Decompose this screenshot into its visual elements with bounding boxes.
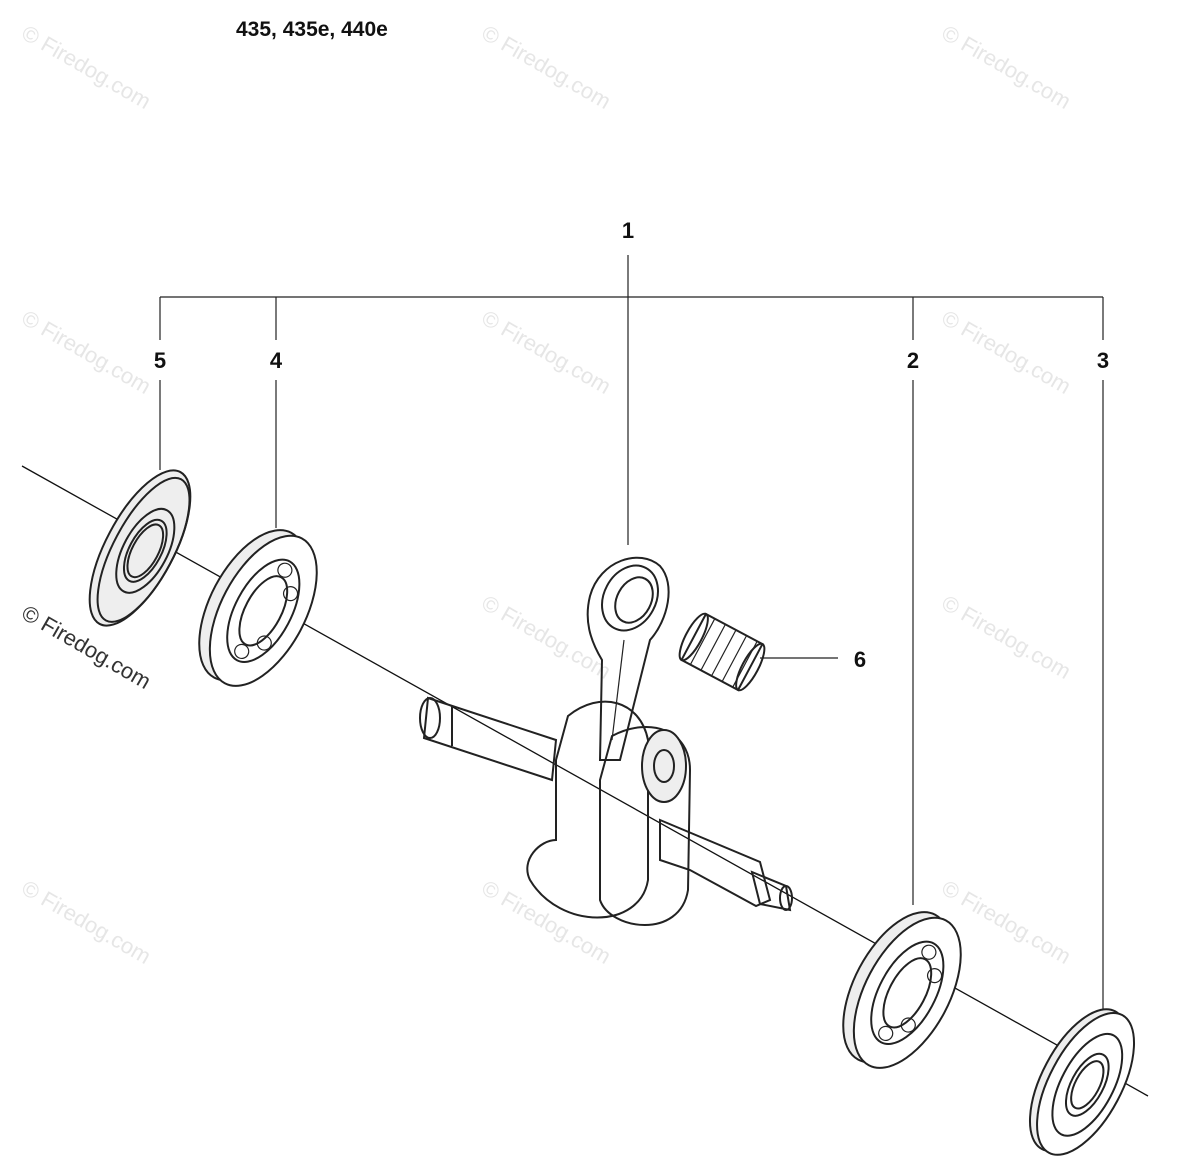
model-title: 435, 435e, 440e [236, 18, 388, 41]
seal-right [1028, 1008, 1136, 1156]
callout-5: 5 [154, 348, 166, 373]
bearing-left [198, 529, 318, 687]
callout-3: 3 [1097, 348, 1109, 373]
axis-line [21, 465, 1149, 1097]
leader-lines [159, 255, 1104, 1070]
callout-4: 4 [270, 348, 283, 373]
crankshaft [419, 696, 793, 926]
bearing-right [842, 911, 962, 1069]
needle-bearing [678, 612, 766, 692]
callout-1: 1 [622, 218, 634, 243]
seal-left [88, 469, 192, 627]
connecting-rod [586, 556, 670, 761]
callout-6: 6 [854, 647, 866, 672]
callout-2: 2 [907, 348, 919, 373]
